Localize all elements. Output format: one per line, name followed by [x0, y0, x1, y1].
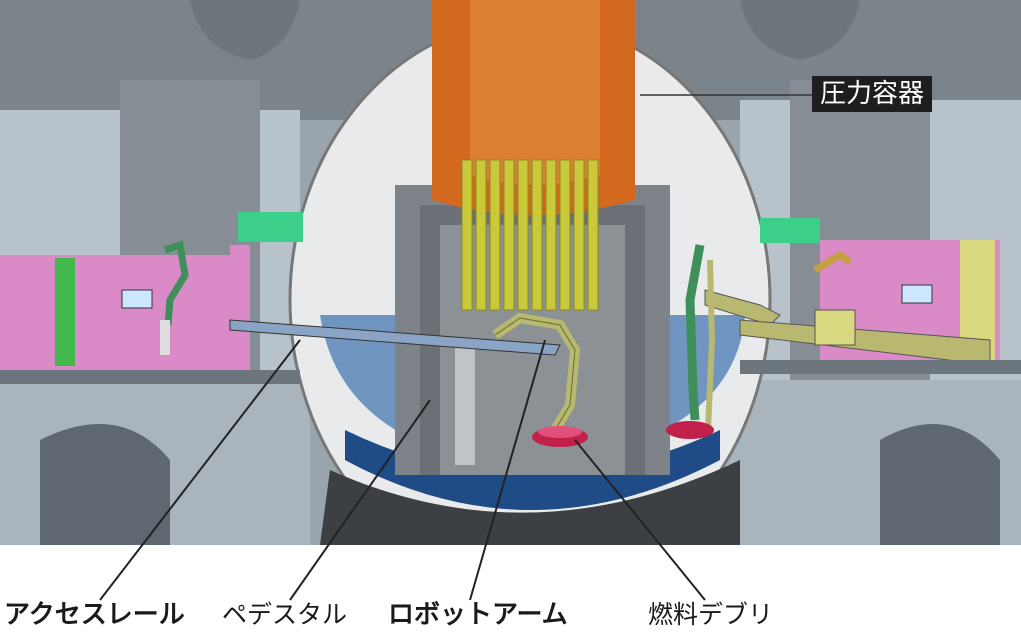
label-fuel-debris: 燃料デブリ	[648, 600, 774, 629]
fuel-debris-right	[666, 421, 714, 439]
left-enclosure	[0, 255, 245, 370]
leader-robot-arm	[469, 339, 546, 601]
control-rods	[461, 159, 599, 311]
label-pedestal: ペデスタル	[222, 600, 348, 629]
right-green-arm	[685, 244, 705, 421]
label-pressure-vessel: 圧力容器	[812, 76, 933, 112]
access-rail	[229, 319, 561, 356]
leader-fuel-debris	[574, 439, 706, 601]
label-access-rail: アクセスレール	[4, 600, 185, 630]
label-robot-arm: ロボットアーム	[388, 600, 568, 630]
leader-access-rail	[99, 339, 301, 601]
leader-pedestal	[289, 399, 431, 601]
